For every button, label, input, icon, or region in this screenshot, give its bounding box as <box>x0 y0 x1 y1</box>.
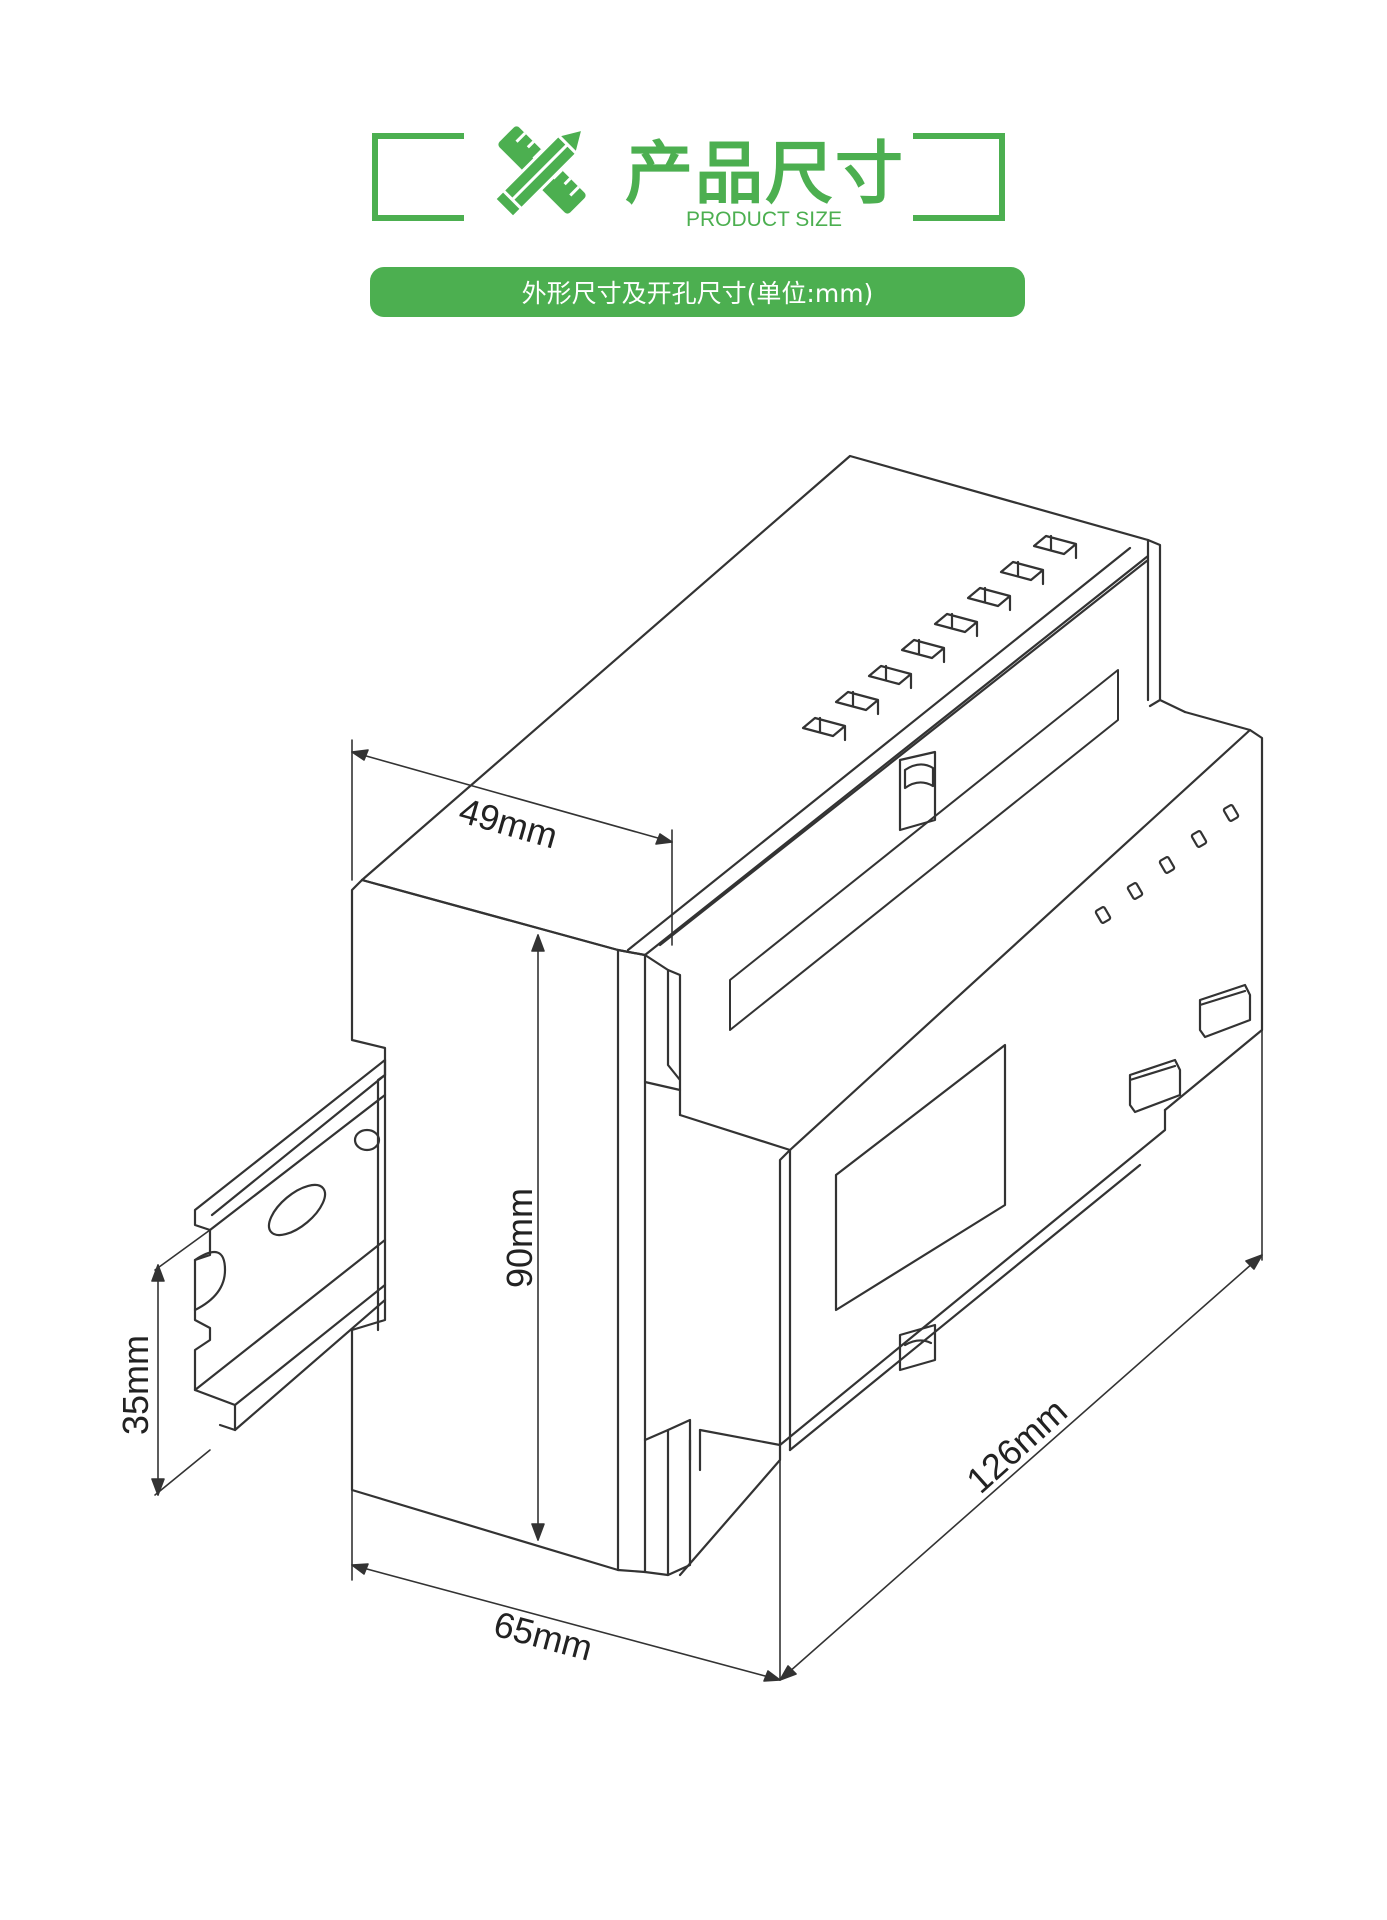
header: 产品尺寸 PRODUCT SIZE 外形尺寸及开孔尺寸(单位:mm) <box>0 0 1387 340</box>
dimension-lines <box>151 739 1263 1682</box>
side-step-top <box>678 710 1252 1152</box>
subtitle-banner: 外形尺寸及开孔尺寸(单位:mm) <box>370 267 1025 317</box>
page-title: 产品尺寸 <box>625 135 906 214</box>
button-right <box>1198 983 1252 1039</box>
front-face <box>350 878 620 1572</box>
dim-label-rail: 35mm <box>115 1335 156 1435</box>
dim-label-front-width: 65mm <box>490 1603 597 1668</box>
button-left <box>1128 1058 1182 1114</box>
page-title-en: PRODUCT SIZE <box>686 208 842 231</box>
top-face <box>360 454 1150 957</box>
subtitle-text: 外形尺寸及开孔尺寸(单位:mm) <box>521 279 874 308</box>
title-frame-right <box>913 133 1005 221</box>
terminal-slots <box>801 534 1078 742</box>
long-face <box>778 1108 1167 1447</box>
pencil-ruler-cross-icon <box>492 126 586 220</box>
led-indicators <box>1094 804 1240 924</box>
display-window <box>834 1043 1007 1312</box>
title-frame-left <box>372 133 464 221</box>
dim-label-height: 90mm <box>499 1188 540 1288</box>
din-rail <box>193 1058 387 1432</box>
dim-label-length: 126mm <box>958 1390 1075 1501</box>
dim-label-depth: 49mm <box>455 789 562 856</box>
